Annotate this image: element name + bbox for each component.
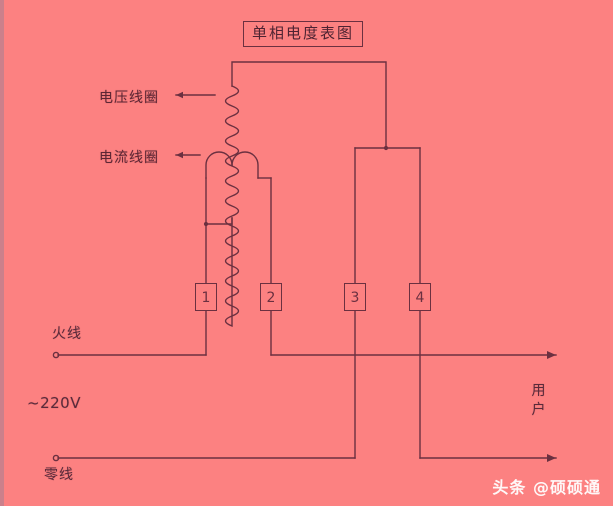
arrowhead-neutral-out bbox=[547, 454, 556, 462]
terminal-box-2: 2 bbox=[260, 283, 282, 311]
label-live-wire: 火线 bbox=[52, 326, 82, 342]
wire-top-bridge bbox=[231, 61, 387, 149]
arrowhead-current-coil bbox=[176, 151, 183, 159]
wire-voltage-coil-to-terminal1 bbox=[205, 217, 233, 225]
terminal-box-3: 3 bbox=[344, 283, 366, 311]
left-edge-bar bbox=[0, 0, 4, 506]
terminal-box-1: 1 bbox=[195, 283, 217, 311]
voltage-coil-winding bbox=[224, 85, 240, 328]
terminal-box-4: 4 bbox=[409, 283, 431, 311]
arrowhead-voltage-coil bbox=[176, 91, 183, 99]
label-neutral-wire: 零线 bbox=[44, 467, 74, 483]
label-customer: 用户 bbox=[531, 383, 547, 418]
current-coil-left-hump bbox=[205, 151, 233, 179]
label-current-coil: 电流线圈 bbox=[99, 150, 159, 166]
label-supply-voltage: ~220V bbox=[27, 394, 81, 412]
source-terminal-live bbox=[52, 351, 60, 359]
junction-dot-right bbox=[383, 145, 389, 151]
junction-dot-coil bbox=[203, 221, 209, 227]
label-voltage-coil: 电压线圈 bbox=[99, 90, 159, 106]
watermark: 头条 @硕硕通 bbox=[492, 478, 601, 497]
current-coil-right-hump bbox=[231, 151, 259, 179]
page-title: 单相电度表图 bbox=[243, 21, 364, 47]
source-terminal-neutral bbox=[52, 454, 60, 462]
arrowhead-live-out bbox=[547, 351, 556, 359]
